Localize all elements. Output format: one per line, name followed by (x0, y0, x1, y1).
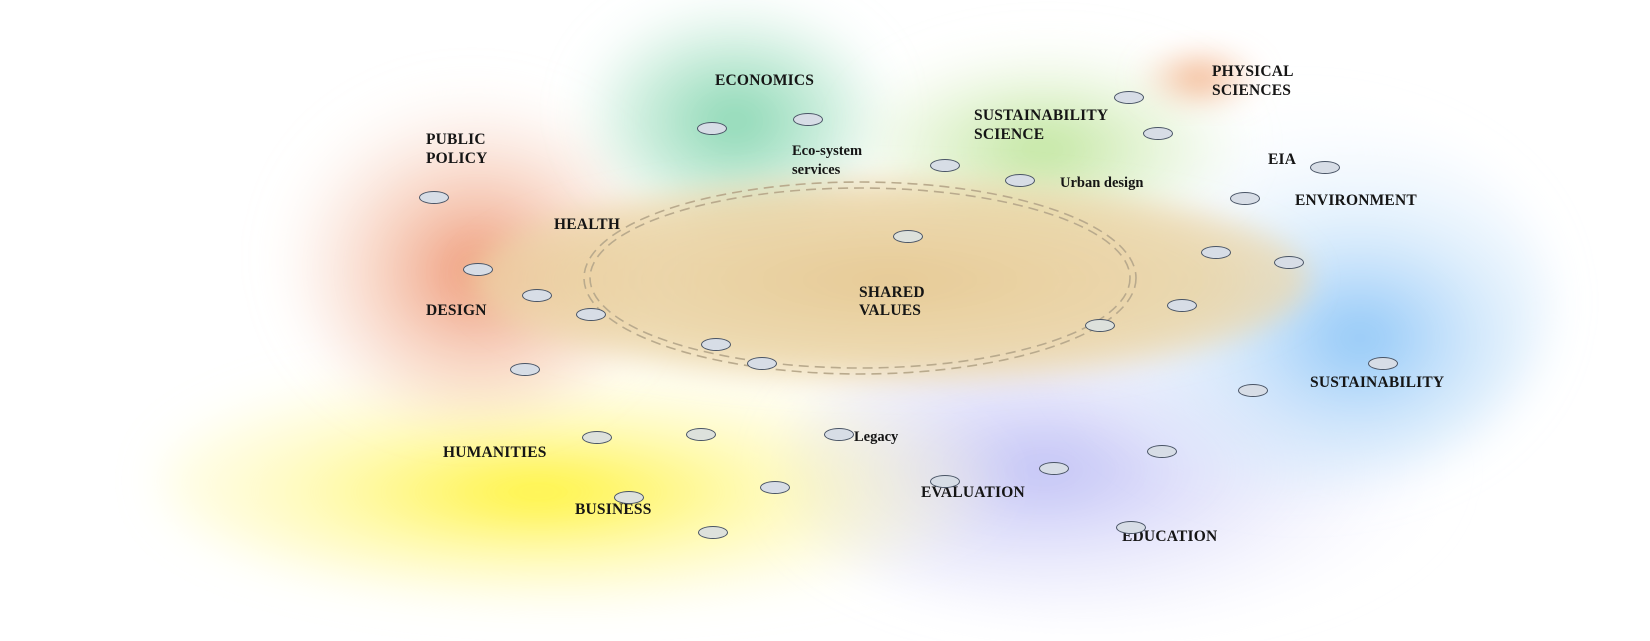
node (760, 481, 790, 494)
label-business: BUSINESS (575, 501, 652, 518)
region-humanities (160, 360, 1000, 600)
label-shared-values-line2: VALUES (859, 302, 922, 319)
node (1039, 462, 1069, 475)
node (463, 263, 493, 276)
node (1201, 246, 1231, 259)
label-urban-design: Urban design (1060, 175, 1144, 191)
node (522, 289, 552, 302)
node (930, 475, 960, 488)
label-evaluation: EVALUATION (921, 484, 1025, 501)
label-economics: ECONOMICS (715, 72, 815, 89)
node (1114, 91, 1144, 104)
node (576, 308, 606, 321)
label-eia: EIA (1268, 151, 1297, 168)
label-health: HEALTH (554, 216, 621, 233)
node (747, 357, 777, 370)
node (1147, 445, 1177, 458)
node (824, 428, 854, 441)
node (793, 113, 823, 126)
label-education: EDUCATION (1122, 528, 1218, 545)
shared-values-ring (583, 181, 1137, 375)
region-economics (585, 0, 885, 220)
node (1005, 174, 1035, 187)
label-environment: ENVIRONMENT (1295, 192, 1417, 209)
node (893, 230, 923, 243)
node (697, 122, 727, 135)
label-public-policy-line2: POLICY (426, 150, 488, 167)
region-shared-values (470, 178, 1310, 382)
label-eco-system-services-line2: services (792, 162, 841, 178)
node (614, 491, 644, 504)
node (1143, 127, 1173, 140)
node (698, 526, 728, 539)
node (1368, 357, 1398, 370)
label-sustainability-science-line1: SUSTAINABILITY (974, 107, 1109, 124)
node (1230, 192, 1260, 205)
label-physical-sciences-line1: PHYSICAL (1212, 63, 1294, 80)
node (686, 428, 716, 441)
node (1274, 256, 1304, 269)
node (701, 338, 731, 351)
node (930, 159, 960, 172)
node (1238, 384, 1268, 397)
node (1085, 319, 1115, 332)
label-shared-values-line1: SHARED (859, 284, 925, 301)
label-sustainability: SUSTAINABILITY (1310, 374, 1445, 391)
label-design: DESIGN (426, 302, 487, 319)
node (1116, 521, 1146, 534)
node (419, 191, 449, 204)
region-physical-sciences (1140, 48, 1260, 108)
node (1310, 161, 1340, 174)
node (582, 431, 612, 444)
label-humanities: HUMANITIES (443, 444, 547, 461)
label-public-policy-line1: PUBLIC (426, 131, 486, 148)
node (1167, 299, 1197, 312)
label-eco-system-services-line1: Eco-system (792, 143, 863, 159)
label-physical-sciences-line2: SCIENCES (1212, 82, 1292, 99)
node (510, 363, 540, 376)
label-legacy: Legacy (854, 429, 899, 445)
label-sustainability-science-line2: SCIENCE (974, 126, 1045, 143)
